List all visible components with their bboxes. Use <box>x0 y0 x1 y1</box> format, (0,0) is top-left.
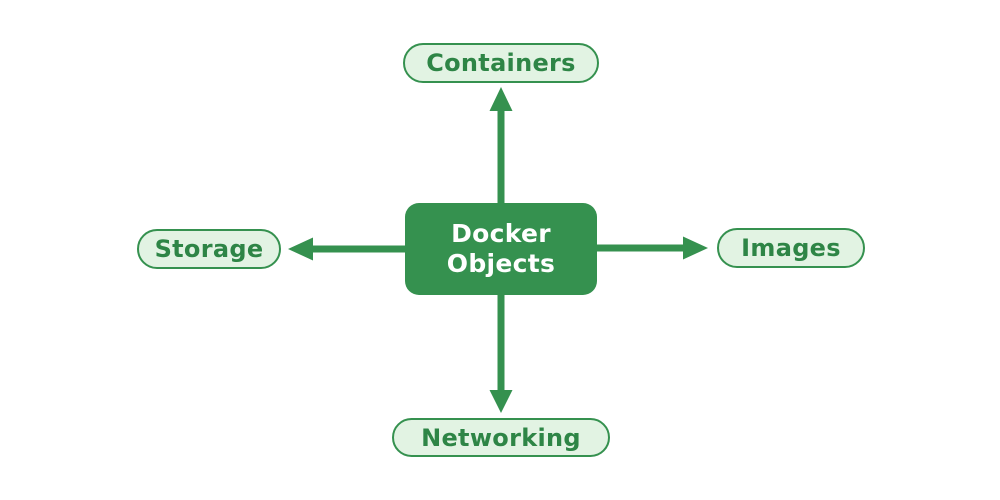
node-storage: Storage <box>137 229 281 269</box>
node-images: Images <box>717 228 865 268</box>
arrow-up <box>489 87 513 204</box>
arrow-down <box>489 294 513 413</box>
center-node-docker-objects: Docker Objects <box>405 203 597 295</box>
arrow-left <box>288 237 406 261</box>
node-containers: Containers <box>403 43 599 83</box>
arrow-right <box>596 236 708 260</box>
node-networking: Networking <box>392 418 610 457</box>
